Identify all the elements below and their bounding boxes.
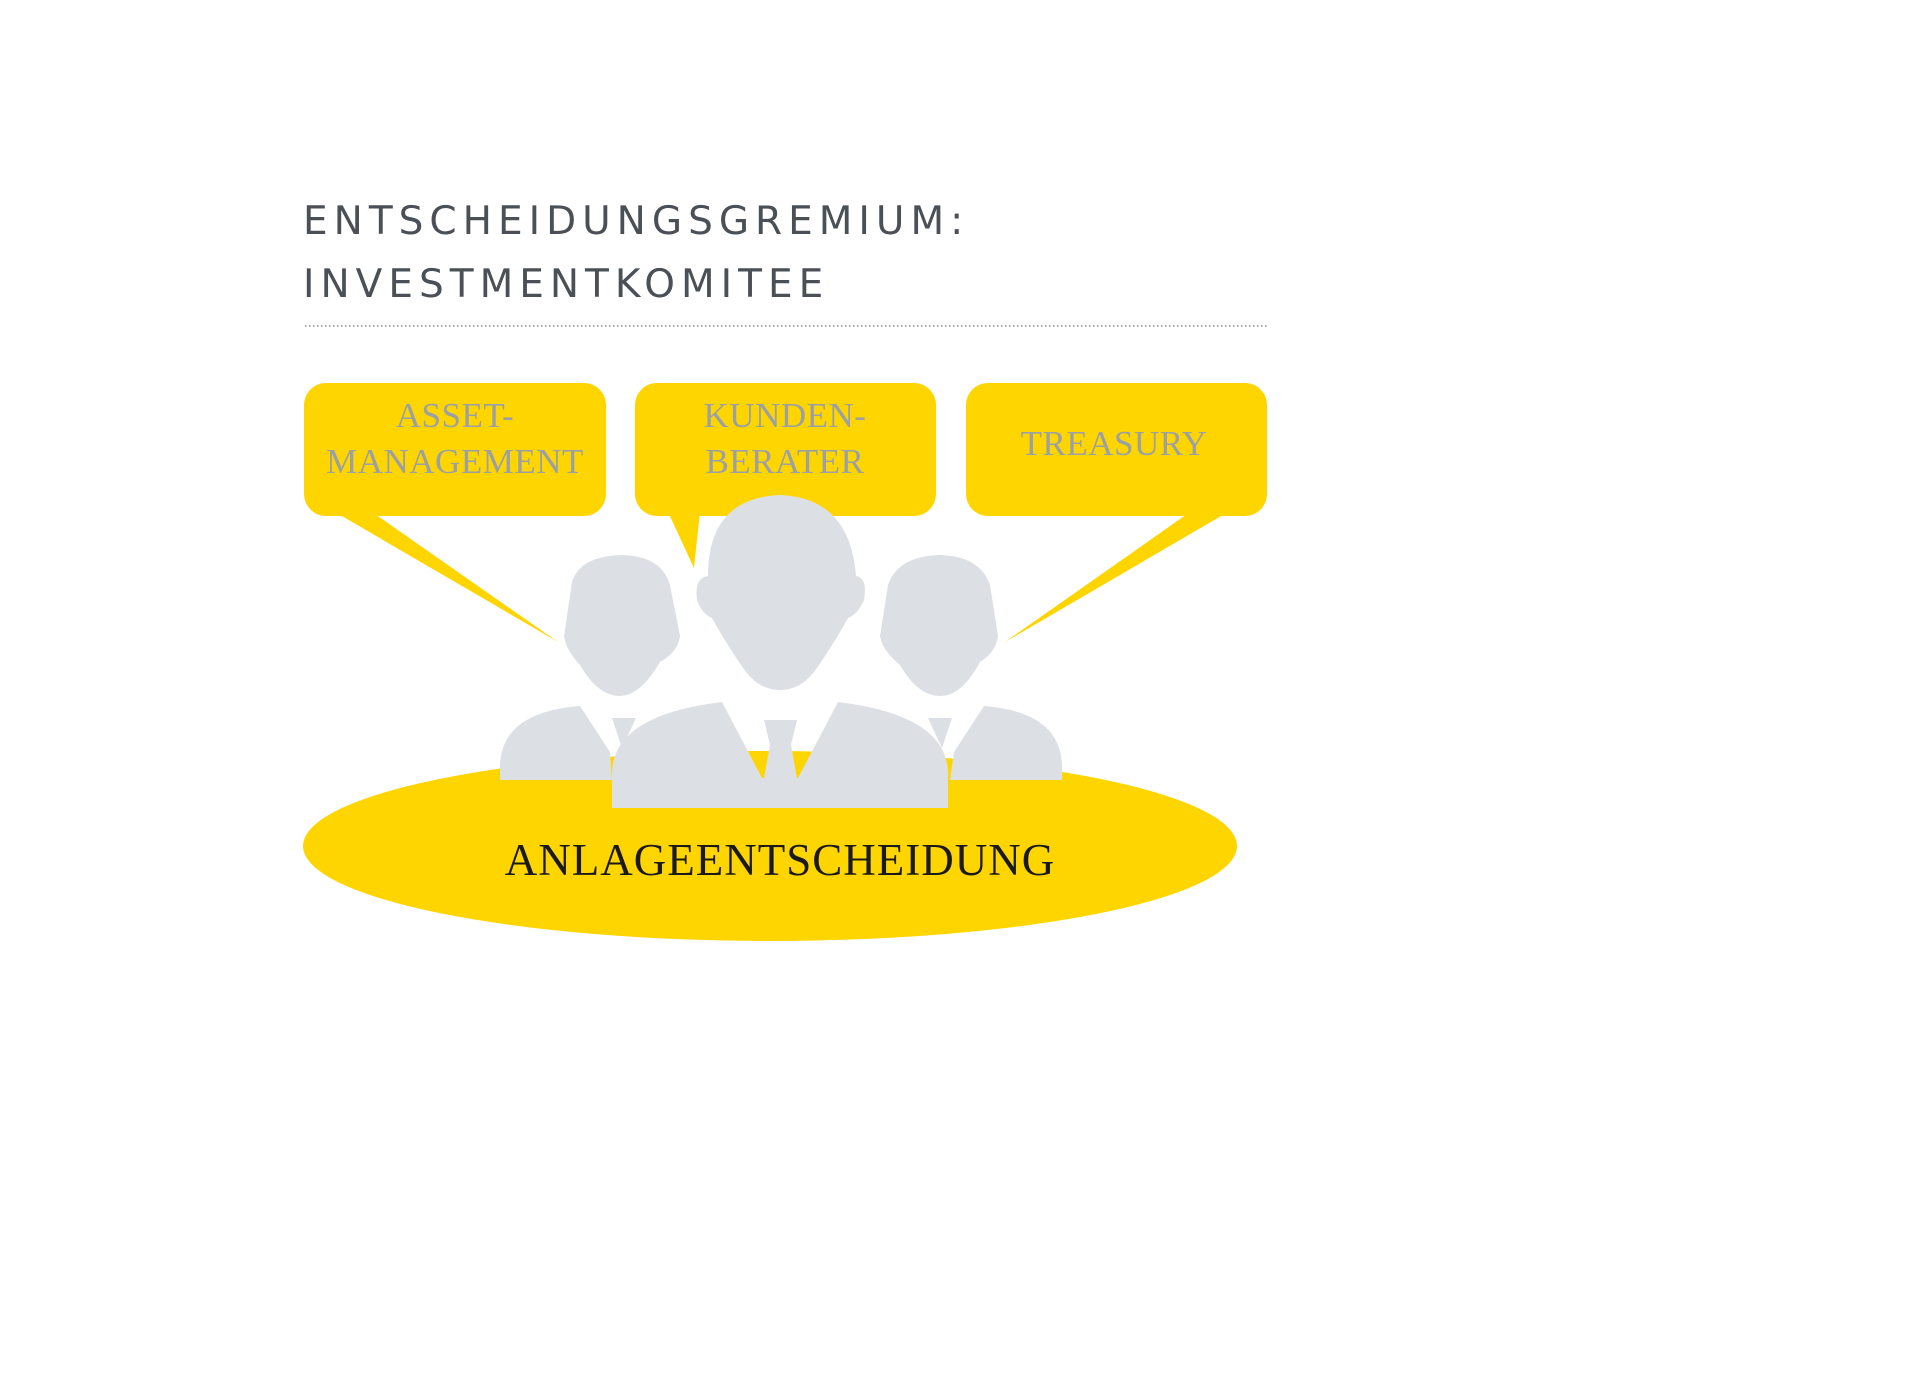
person-icon bbox=[500, 555, 680, 780]
bubble-label-line-2: MANAGEMENT bbox=[326, 442, 584, 481]
title-line-2: INVESTMENTKOMITEE bbox=[303, 262, 829, 307]
table-label: ANLAGEENTSCHEIDUNG bbox=[505, 835, 1055, 885]
title-block: ENTSCHEIDUNGSGREMIUM: INVESTMENTKOMITEE bbox=[303, 199, 1268, 327]
decision-table bbox=[303, 751, 1237, 941]
speech-bubble-treasury: TREASURY bbox=[966, 383, 1267, 642]
diagram-stage: ENTSCHEIDUNGSGREMIUM: INVESTMENTKOMITEE … bbox=[303, 199, 1268, 941]
person-icon bbox=[612, 495, 948, 808]
bubble-label-line-2: BERATER bbox=[705, 442, 864, 481]
bubble-label: TREASURY bbox=[1021, 424, 1208, 463]
speech-bubble-kundenberater: KUNDEN- BERATER bbox=[635, 383, 936, 568]
speech-bubble-asset-management: ASSET- MANAGEMENT bbox=[304, 383, 606, 642]
bubble-label-line-1: KUNDEN- bbox=[704, 396, 867, 435]
investment-committee-diagram: ENTSCHEIDUNGSGREMIUM: INVESTMENTKOMITEE … bbox=[303, 199, 1268, 941]
title-line-1: ENTSCHEIDUNGSGREMIUM: bbox=[303, 199, 969, 244]
person-icon bbox=[880, 555, 1062, 780]
bubble-label-line-1: ASSET- bbox=[396, 396, 514, 435]
